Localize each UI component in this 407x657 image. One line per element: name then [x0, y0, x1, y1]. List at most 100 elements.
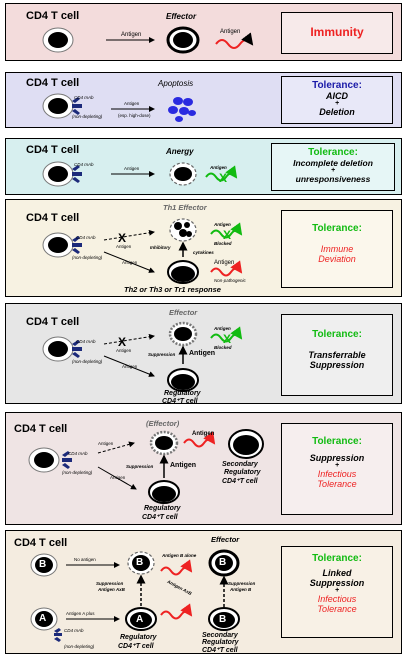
antigen-label-upper: Antigen	[116, 348, 132, 353]
panel-linked: CD4 T cell B A B A B B No antigen Suppre…	[5, 530, 402, 654]
panel-infectious-graphics	[28, 429, 264, 504]
secondary-cell-label: CD4⁺T cell	[202, 647, 238, 654]
secondary-b-letter: B	[219, 614, 227, 625]
cd4-label: CD4 T cell	[14, 537, 68, 549]
plus-sign: +	[334, 462, 340, 469]
regulatory-label: Regulatory	[164, 390, 201, 397]
infectious-tolerance-label: Tolerance	[317, 604, 357, 614]
th1-fragments-icon	[174, 222, 192, 237]
infectious-tolerance-label: Tolerance	[317, 479, 357, 489]
middle-a-letter: A	[136, 614, 144, 625]
cd4-mab-icon	[72, 97, 82, 115]
effector-b-letter: B	[219, 557, 227, 568]
tolerance-label: Tolerance:	[308, 147, 358, 158]
effector-nucleus	[173, 32, 193, 48]
outcome-box: Tolerance: Suppression + Infectious Tole…	[281, 423, 393, 515]
cd4-mab-icon	[72, 340, 82, 358]
tolerance-label: Tolerance:	[312, 436, 362, 447]
transferrable-label: Transferrable	[308, 350, 366, 360]
cd4-mab-label: CD4 mAb	[68, 451, 88, 456]
green-antigen-wave	[210, 222, 243, 239]
secondary-cell-label: CD4⁺T cell	[222, 478, 258, 485]
block-x: X	[118, 335, 126, 349]
red-antigen-wave	[215, 32, 254, 49]
tolerance-label: Tolerance:	[312, 329, 362, 340]
outcome-box: Tolerance: Immune Deviation	[281, 210, 393, 288]
secondary-regulatory-label: Regulatory	[202, 639, 239, 646]
apoptosis-label: Apoptosis	[158, 79, 194, 88]
antigen-axb-label: Antigen AxB	[98, 587, 125, 592]
plus-sign: +	[334, 587, 340, 594]
effector-label: Effector	[166, 12, 197, 21]
blocked-label: Blocked	[214, 345, 232, 350]
effector-label: Effector	[169, 308, 198, 317]
non-depleting-label: (non-depleting)	[72, 114, 103, 119]
cd4-t-cell-a-nucleus	[35, 611, 53, 627]
antigen-label-green: Antigen	[210, 165, 227, 170]
anergy-label: Anergy	[166, 147, 194, 156]
th1-effector-label: Th1 Effector	[163, 203, 207, 212]
non-depleting-label: (non-depleting)	[72, 359, 103, 364]
cd4-t-cell-nucleus	[48, 341, 68, 357]
infectious-label: Infectious	[317, 594, 357, 604]
middle-b-letter: B	[136, 557, 144, 568]
non-depleting-label: (non-depleting)	[62, 470, 93, 475]
cd4-mab-label: CD4 mAb	[76, 235, 96, 240]
suppression-axb-label: Suppression	[96, 581, 124, 586]
regulatory-cell-label: CD4⁺T cell	[142, 514, 178, 521]
suppression-label: Suppression	[148, 352, 176, 357]
cd4-label: CD4 T cell	[14, 423, 68, 435]
cd4-mab-label: CD4 mAb	[74, 95, 94, 100]
effector-nucleus	[155, 436, 173, 450]
panel-linked-graphics	[30, 549, 240, 642]
regulatory-a-label: Regulatory	[120, 634, 157, 641]
antigen-b-alone-label: Antigen B alone	[162, 553, 197, 558]
cd4-label: CD4 T cell	[26, 316, 80, 328]
cd4-mab-label: CD4 mAb	[74, 162, 94, 167]
cd4-label: CD4 T cell	[26, 10, 80, 22]
suppression-outcome-label: Suppression	[309, 453, 365, 463]
regulatory-cell-a-nucleus	[130, 612, 152, 628]
cd4-label: CD4 T cell	[26, 144, 80, 156]
antigen-label-lower: Antigen	[122, 364, 138, 369]
suppression-outcome-label: Suppression	[309, 578, 365, 588]
antigen-label-upper: Antigen	[116, 244, 132, 249]
cd4-mab-label: CD4 mAb	[64, 628, 84, 633]
panel-immunity: CD4 T cell Effector Antigen Antigen Immu…	[5, 3, 402, 61]
non-depleting-label: (non-depleting)	[64, 644, 95, 649]
secondary-regulatory-label: Regulatory	[224, 469, 261, 476]
antigen-label-red: Antigen	[192, 431, 215, 437]
aicd-label: AICD	[326, 91, 348, 101]
tolerance-label: Tolerance:	[312, 223, 362, 234]
cd4-mab-icon	[62, 451, 72, 469]
antigen-arrow-down	[97, 466, 137, 490]
apoptotic-cell	[168, 97, 196, 122]
cd4-t-cell-nucleus	[34, 452, 54, 468]
dashed-arrow-to-effector	[97, 441, 135, 454]
cd4-t-cell-nucleus	[48, 32, 68, 48]
immune-label: Immune	[320, 244, 354, 254]
no-antigen-label: No antigen	[74, 557, 96, 562]
immunity-title: Immunity	[310, 25, 364, 39]
panel-deviation-graphics: X X	[42, 218, 243, 284]
antigen-axb-wave	[160, 603, 193, 620]
cd4-label: CD4 T cell	[26, 212, 80, 224]
middle-cell-b-nucleus	[132, 555, 150, 571]
inhibitory-label: Inhibitory	[150, 245, 171, 250]
cd4-mab-icon	[72, 165, 82, 183]
blocked-x: X	[223, 228, 231, 242]
cd4-t-cell-b-nucleus	[35, 557, 53, 573]
panel-deviation: X X CD4 T cell CD4 mAb (non-depleting) A…	[5, 199, 402, 297]
cd4-mab-icon	[54, 628, 62, 642]
outcome-box: Tolerance: Transferrable Suppression	[281, 314, 393, 396]
deviation-label: Deviation	[318, 254, 356, 264]
antigen-arrow-down	[103, 251, 155, 273]
regulatory-nucleus	[171, 374, 195, 390]
blocked-x: X	[219, 171, 227, 185]
panel-transfer-graphics: X X	[42, 321, 243, 392]
cd4-label: CD4 T cell	[26, 77, 80, 89]
effector-label: Effector	[211, 535, 240, 544]
panel-aicd: CD4 T cell CD4 mAb (non-depleting) Antig…	[5, 72, 402, 128]
antigen-label-upper: Antigen	[98, 441, 114, 446]
antigen-label-middle: Antigen	[170, 462, 197, 469]
